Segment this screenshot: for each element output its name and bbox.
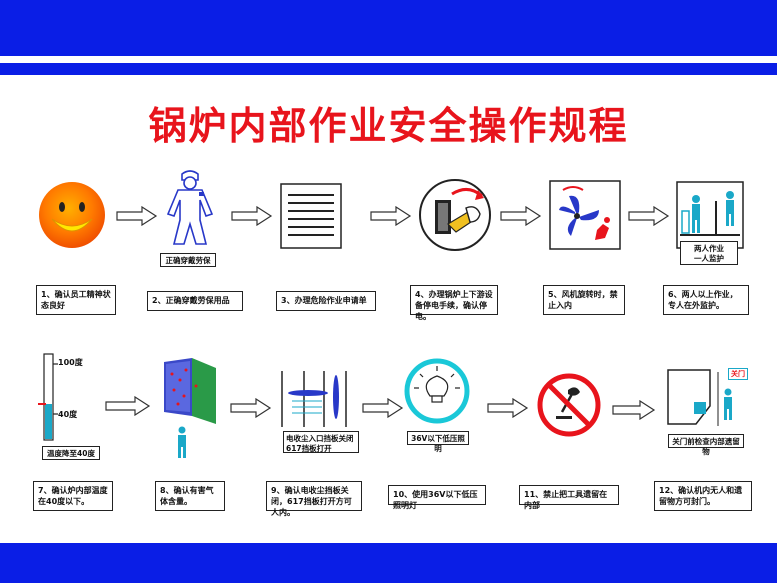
no-tools-prohibition-icon [537,373,601,437]
thermometer-icon [38,353,58,441]
arrow-right-icon [230,398,272,418]
step-10-label: 36V以下低压照明 [407,431,469,453]
arrow-right-icon [612,400,656,420]
arrow-right-icon [231,206,273,226]
low-voltage-lamp-icon [404,358,470,424]
rotating-fan-danger-icon [549,180,621,250]
step-8-caption: 8、确认有害气体含量。 [155,481,225,511]
step-12-label: 关门前检查内部遗留物 [668,434,744,456]
step-5-caption: 5、风机旋转时，禁止入内 [543,285,625,315]
step-6-label: 两人作业 一人监护 [680,241,738,265]
thermo-100-label: 100度 [58,358,83,367]
step-4-caption: 4、办理锅炉上下游设备停电手续，确认停电。 [410,285,498,321]
step-9-caption: 9、确认电收尘挡板关闭，617挡板打开方可人内。 [266,481,362,517]
step-1-caption: 1、确认员工精神状态良好 [36,285,116,315]
step-6-caption: 6、两人以上作业，专人在外监护。 [663,285,749,315]
close-door-tag: 关门 [728,368,748,380]
bottom-blue-band [0,543,777,583]
arrow-right-icon [362,398,404,418]
arrow-right-icon [500,206,542,226]
step-12-caption: 12、确认机内无人和遗留物方可封门。 [654,481,752,511]
protective-suit-worker-icon [166,170,214,245]
two-person-monitor-icon [676,181,744,249]
damper-baffle-icon [281,371,347,427]
step-11-caption: 11、禁止把工具遗留在内部 [519,485,619,510]
arrow-right-icon [628,206,670,226]
smiley-face-icon [39,182,105,248]
harmful-gas-door-icon [164,358,216,458]
step-2-label: 正确穿戴劳保 [160,253,216,267]
thermo-40-label: 40度 [58,410,78,419]
arrow-right-icon [116,206,158,226]
step-3-caption: 3、办理危险作业申请单 [276,291,376,311]
arrow-right-icon [487,398,529,418]
arrow-right-icon [370,206,412,226]
top-blue-band [0,0,777,56]
step-2-caption: 2、正确穿戴劳保用品 [147,291,243,311]
application-form-icon [280,183,342,249]
arrow-right-icon [105,396,151,416]
page-title: 锅炉内部作业安全操作规程 [148,104,629,148]
seal-door-check-icon [667,369,732,426]
step-10-caption: 10、使用36V以下低压照明灯 [388,485,486,510]
step-7-label: 温度降至40度 [42,446,100,460]
top-white-stripe [0,56,777,63]
step-9-label: 电收尘入口挡板关闭 617挡板打开 [283,431,359,453]
top-blue-stripe [0,63,777,75]
step-7-caption: 7、确认炉内部温度在40度以下。 [33,481,113,511]
power-switch-icon [419,179,491,251]
